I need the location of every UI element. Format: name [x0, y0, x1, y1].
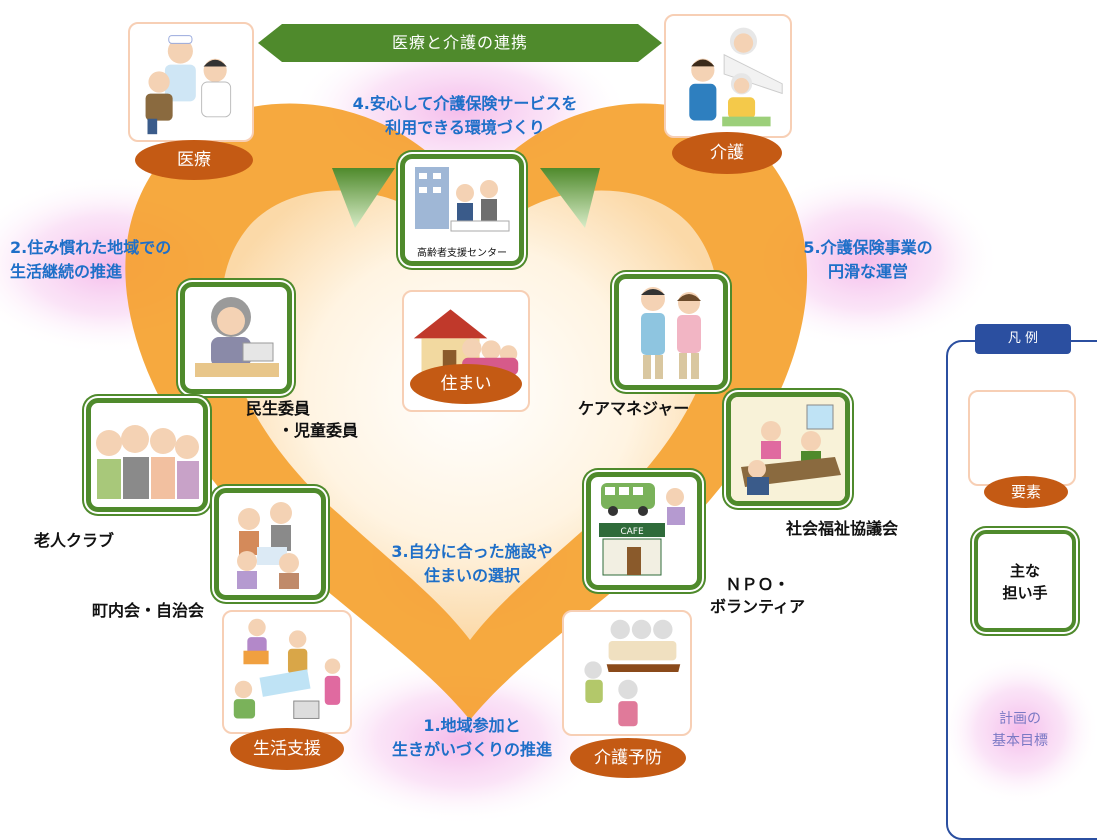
social-welfare-council-illustration [731, 397, 845, 501]
seniors-club-illustration [96, 425, 199, 499]
legend-goal-label: 計画の 基本目標 [992, 711, 1048, 749]
element-card-kaigo [664, 14, 792, 138]
daily-support-illustration [233, 618, 341, 719]
actor-label-chonai: 町内会・自治会 [92, 601, 205, 620]
arrow-left [332, 168, 395, 228]
npo-volunteer-illustration: CAFE [599, 483, 685, 576]
element-label-iryo: 医療 [135, 140, 253, 180]
neighborhood-association-illustration [237, 502, 299, 589]
actor-card-chonai [214, 488, 326, 600]
actor-card-rojin [86, 398, 208, 512]
welfare-commissioner-illustration [195, 297, 279, 377]
goal-3: 3.自分に合った施設や 住まいの選択 [391, 542, 553, 585]
element-label-seikatsu-shien: 生活支援 [230, 728, 344, 770]
actor-label-caremanager: ケアマネジャー [578, 399, 690, 418]
goal-5: 5.介護保険事業の 円滑な運営 [803, 238, 933, 281]
actor-label-center: 高齢者支援センター [417, 248, 507, 259]
element-label-sumai: 住まい [410, 364, 522, 404]
legend-actor-label: 主な 担い手 [1002, 562, 1048, 602]
arrow-right [540, 168, 600, 228]
care-manager-illustration [641, 287, 701, 379]
legend-element-card [968, 390, 1076, 486]
doctor-patient-illustration [145, 35, 232, 135]
legend-goal-glow [940, 655, 1097, 805]
caregiver-illustration [689, 27, 783, 127]
actor-label-minsei: 民生委員 ・児童委員 [246, 399, 359, 440]
care-prevention-illustration [584, 619, 681, 727]
svg-text:CAFE: CAFE [620, 527, 644, 537]
goal-4: 4.安心して介護保険サービスを 利用できる環境づくり [352, 94, 578, 137]
legend-title: 凡 例 [975, 324, 1071, 354]
actor-label-rojin: 老人クラブ [34, 531, 115, 550]
element-card-iryo [128, 22, 254, 142]
actor-card-minsei [180, 282, 292, 394]
support-center-illustration [415, 167, 510, 232]
actor-card-center: 高齢者支援センター [400, 154, 524, 266]
legend-actor-card: 主な 担い手 [974, 530, 1076, 632]
goal-1: 1.地域参加と 生きがいづくりの推進 [391, 716, 552, 759]
medical-care-link-banner: 医療と介護の連携 [391, 33, 528, 52]
goal-glow-1 [310, 655, 610, 823]
actor-card-caremanager [614, 274, 728, 390]
banner-arrow [258, 24, 662, 62]
actor-card-shakyo [726, 392, 850, 506]
legend-element-label: 要素 [984, 476, 1068, 508]
actor-label-npo: ＮＰＯ・ ボランティア [710, 575, 806, 616]
goal-2: 2.住み慣れた地域での 生活継続の推進 [10, 238, 172, 281]
element-label-kaigo-yobo: 介護予防 [570, 738, 686, 778]
actor-label-shakyo: 社会福祉協議会 [786, 519, 899, 538]
actor-card-npo: CAFE [586, 472, 702, 590]
heart-inner [221, 190, 719, 640]
element-label-kaigo: 介護 [672, 132, 782, 174]
element-card-kaigo-yobo [562, 610, 692, 736]
element-card-seikatsu-shien [222, 610, 352, 734]
